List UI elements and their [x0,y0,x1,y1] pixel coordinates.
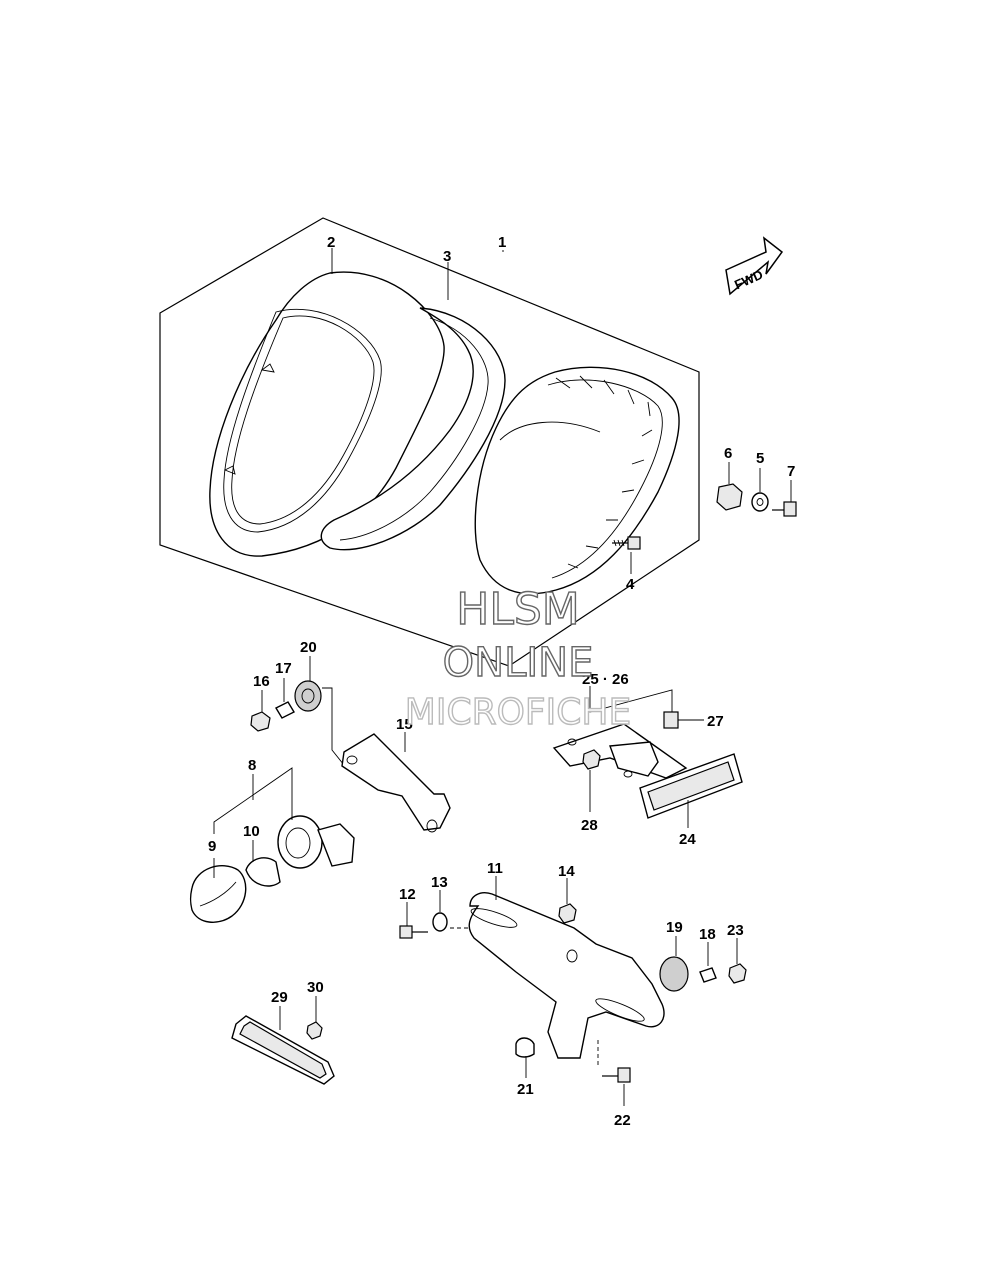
part-15-bracket [341,732,451,833]
part-5-washer [751,468,769,512]
part-14-nut [558,878,577,924]
callout-13: 13 [431,874,448,891]
part-29-reflector [231,1006,335,1085]
part-17-collar [275,678,295,719]
callout-22: 22 [614,1112,631,1129]
part-16-nut [250,690,271,732]
part-30-nut [306,996,323,1040]
callout-28: 28 [581,817,598,834]
part-8-socket [213,767,355,869]
callout-1: 1 [498,234,506,251]
watermark: HLSM ONLINE MICROFICHE [404,583,632,733]
callout-15: 15 [396,716,413,733]
watermark-line-2: ONLINE [443,640,594,686]
callout-labels: 1 2 3 4 5 6 7 8 9 10 11 12 13 14 15 16 1… [208,234,795,1129]
part-1-lamp-housing [474,366,680,595]
part-21-cap [515,1037,535,1078]
callout-2: 2 [327,234,335,251]
callout-7: 7 [787,463,795,480]
callout-29: 29 [271,989,288,1006]
part-27-screw [663,711,704,729]
part-18-collar [699,942,717,983]
callout-11: 11 [487,860,503,877]
part-24-reflector [639,753,743,828]
watermark-line-3: MICROFICHE [405,692,631,733]
part-11-bracket [468,876,665,1059]
callout-24: 24 [679,831,696,848]
callout-8: 8 [248,757,256,774]
part-23-nut [728,938,747,984]
callout-3: 3 [443,248,451,265]
callout-4: 4 [626,576,635,593]
part-7-screw [772,480,797,517]
part-9-lens [189,858,247,923]
part-12-bolt [399,902,428,939]
callout-19: 19 [666,919,683,936]
part-25-26-bracket [552,686,688,779]
watermark-line-1: HLSM [456,584,580,635]
callout-23: 23 [727,922,744,939]
callout-10: 10 [243,823,260,840]
callout-17: 17 [275,660,292,677]
callout-30: 30 [307,979,324,996]
part-2-lens-cover [209,271,445,557]
part-4-screw [612,536,641,574]
callout-25-26: 25 · 26 [582,671,629,688]
callout-5: 5 [756,450,764,467]
part-22-bolt [597,1040,631,1106]
part-6-grommet [716,462,743,511]
callout-6: 6 [724,445,732,462]
callout-12: 12 [399,886,416,903]
part-28-nut [582,749,601,812]
assembly-outline [159,217,700,667]
part-3-gasket [320,307,506,551]
callout-9: 9 [208,838,216,855]
callout-21: 21 [517,1081,534,1098]
callout-20: 20 [300,639,317,656]
part-10-bulb [245,840,281,887]
callout-18: 18 [699,926,716,943]
forward-direction-badge: FWD [725,236,784,296]
callout-14: 14 [558,863,575,880]
part-19-grommet [659,936,689,992]
callout-16: 16 [253,673,270,690]
part-20-grommet [294,656,349,771]
part-13-washer [432,890,470,932]
callout-27: 27 [707,713,724,730]
